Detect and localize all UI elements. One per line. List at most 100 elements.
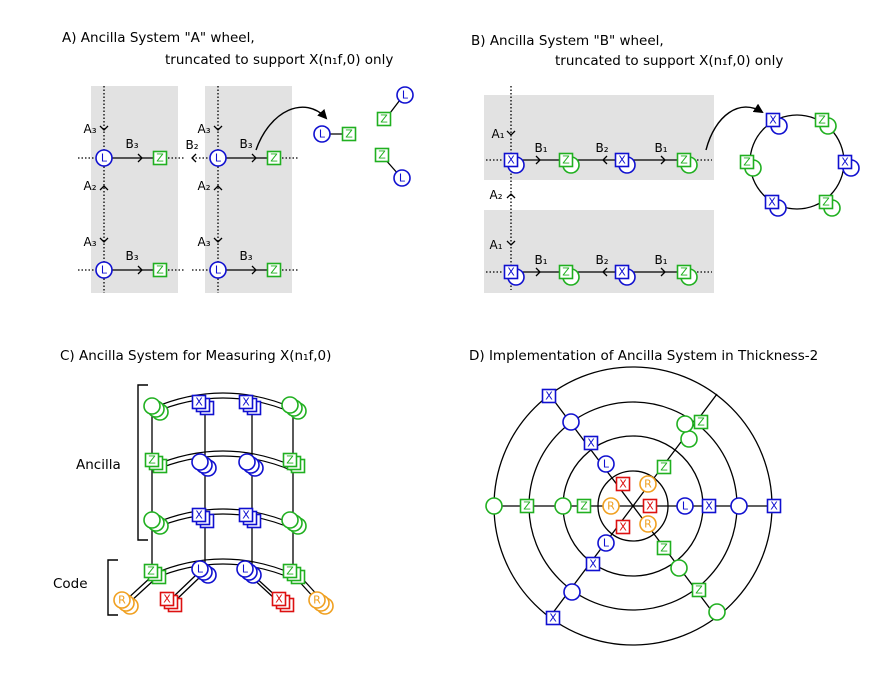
panel-a-node-L: [209, 149, 227, 167]
label-B2: B₂: [185, 138, 198, 152]
label-A1: A₁: [491, 127, 504, 141]
stacked-node-letter: Z: [148, 454, 156, 467]
core-node-X-letter: X: [646, 500, 654, 513]
arrow-chevron: [535, 267, 541, 277]
node-X-letter: X: [507, 266, 515, 279]
ring-node-X-letter: X: [589, 558, 597, 571]
panel-a-node-L-letter: L: [215, 264, 222, 277]
double-arc: [152, 455, 294, 472]
stacked-node: [144, 452, 160, 468]
node-X-letter: X: [507, 154, 515, 167]
panel-a-node-L-letter: L: [101, 152, 108, 165]
stacked-node: [238, 507, 254, 523]
panel-a-node-Z: [266, 150, 282, 166]
ring-node-Z-letter: Z: [580, 500, 588, 513]
core-node-R-letter: R: [607, 500, 615, 513]
panel-d-title: D) Implementation of Ancilla System in T…: [469, 348, 819, 364]
node-Z-letter: Z: [680, 266, 688, 279]
piece-L: [396, 86, 414, 104]
arrow-chevron: [137, 265, 143, 275]
panel-a-node-Z: [152, 262, 168, 278]
double-arc: [152, 563, 294, 580]
curved-arrow-b: [705, 103, 764, 151]
label-B3: B₃: [125, 249, 138, 263]
core-node-X-letter: X: [619, 521, 627, 534]
arrow-chevron: [213, 237, 223, 243]
arrow-chevron: [191, 153, 197, 163]
ring-node-X: [766, 498, 782, 514]
stacked-node: [236, 560, 254, 578]
stacked-node-letter: Z: [147, 565, 155, 578]
ring-node-L: [676, 497, 694, 515]
stacked-node: [191, 394, 207, 410]
curved-arrow-a: [255, 106, 328, 151]
stacked-node-letter: X: [163, 593, 171, 606]
ring-node-X-letter: X: [545, 390, 553, 403]
stacked-node-letter: L: [197, 563, 204, 576]
stacked-node-letter: X: [195, 509, 203, 522]
label-B1: B₁: [534, 141, 547, 155]
stacked-node-letter: X: [242, 396, 250, 409]
panel-a-node-L-letter: L: [215, 152, 222, 165]
piece-Z-letter: Z: [345, 128, 353, 141]
panel-a-node-Z-letter: Z: [156, 264, 164, 277]
wheel-node-X: [764, 194, 780, 210]
wheel-node-X-letter: X: [768, 196, 776, 209]
arrow-chevron: [251, 265, 257, 275]
stacked-node: [143, 563, 159, 579]
stacked-node: [191, 560, 209, 578]
panel-a-node-Z-letter: Z: [156, 152, 164, 165]
ring-node-Z: [519, 498, 535, 514]
arrow-chevron: [99, 125, 109, 131]
arrow-chevron: [137, 153, 143, 163]
ring-node-Z: [691, 582, 707, 598]
piece-L-letter: L: [402, 89, 409, 102]
wheel-node-X: [837, 154, 853, 170]
ring-node-Z: [656, 540, 672, 556]
stacked-node: [113, 591, 131, 609]
ring-node-X-letter: X: [705, 500, 713, 513]
stacked-node: [143, 511, 161, 529]
stacked-node: [191, 453, 209, 471]
stacked-node: [143, 397, 161, 415]
ancilla-label: Ancilla: [76, 457, 121, 473]
label-B1: B₁: [654, 141, 667, 155]
piece-Z: [341, 126, 357, 142]
core-node-X: [642, 498, 658, 514]
label-B1: B₁: [654, 253, 667, 267]
ring-node-X: [583, 435, 599, 451]
label-B3: B₃: [239, 137, 252, 151]
ring-node-Z: [656, 459, 672, 475]
arrow-chevron: [251, 153, 257, 163]
code-edge: [175, 577, 200, 601]
core-node-X: [615, 476, 631, 492]
double-arc: [152, 558, 294, 575]
arrow-chevron: [660, 155, 666, 165]
node-X: [503, 264, 519, 280]
label-B2: B₂: [595, 141, 608, 155]
panel-a-node-L-letter: L: [101, 264, 108, 277]
stacked-node-letter: X: [275, 593, 283, 606]
stacked-node: [238, 394, 254, 410]
ring-node-L-letter: L: [603, 537, 610, 550]
double-arc: [152, 450, 294, 467]
wheel-node-X: [765, 112, 781, 128]
label-A3: A₃: [83, 122, 96, 136]
panel-a-node-L: [95, 149, 113, 167]
panel-c-title: C) Ancilla System for Measuring X(n₁f,0): [60, 348, 332, 364]
stacked-node: [159, 591, 175, 607]
stacked-node: [238, 453, 256, 471]
piece-Z: [376, 111, 392, 127]
node-Z-letter: Z: [562, 154, 570, 167]
ring-node: [485, 497, 503, 515]
node-X: [614, 152, 630, 168]
node-Z: [676, 152, 692, 168]
core-node-R-letter: R: [644, 518, 652, 531]
ring-node-X-letter: X: [770, 500, 778, 513]
arrow-chevron: [506, 193, 516, 199]
ring-node: [562, 413, 580, 431]
stacked-node: [281, 511, 299, 529]
ring-node: [563, 583, 581, 601]
ring-node-L: [597, 455, 615, 473]
ring-node: [708, 603, 726, 621]
